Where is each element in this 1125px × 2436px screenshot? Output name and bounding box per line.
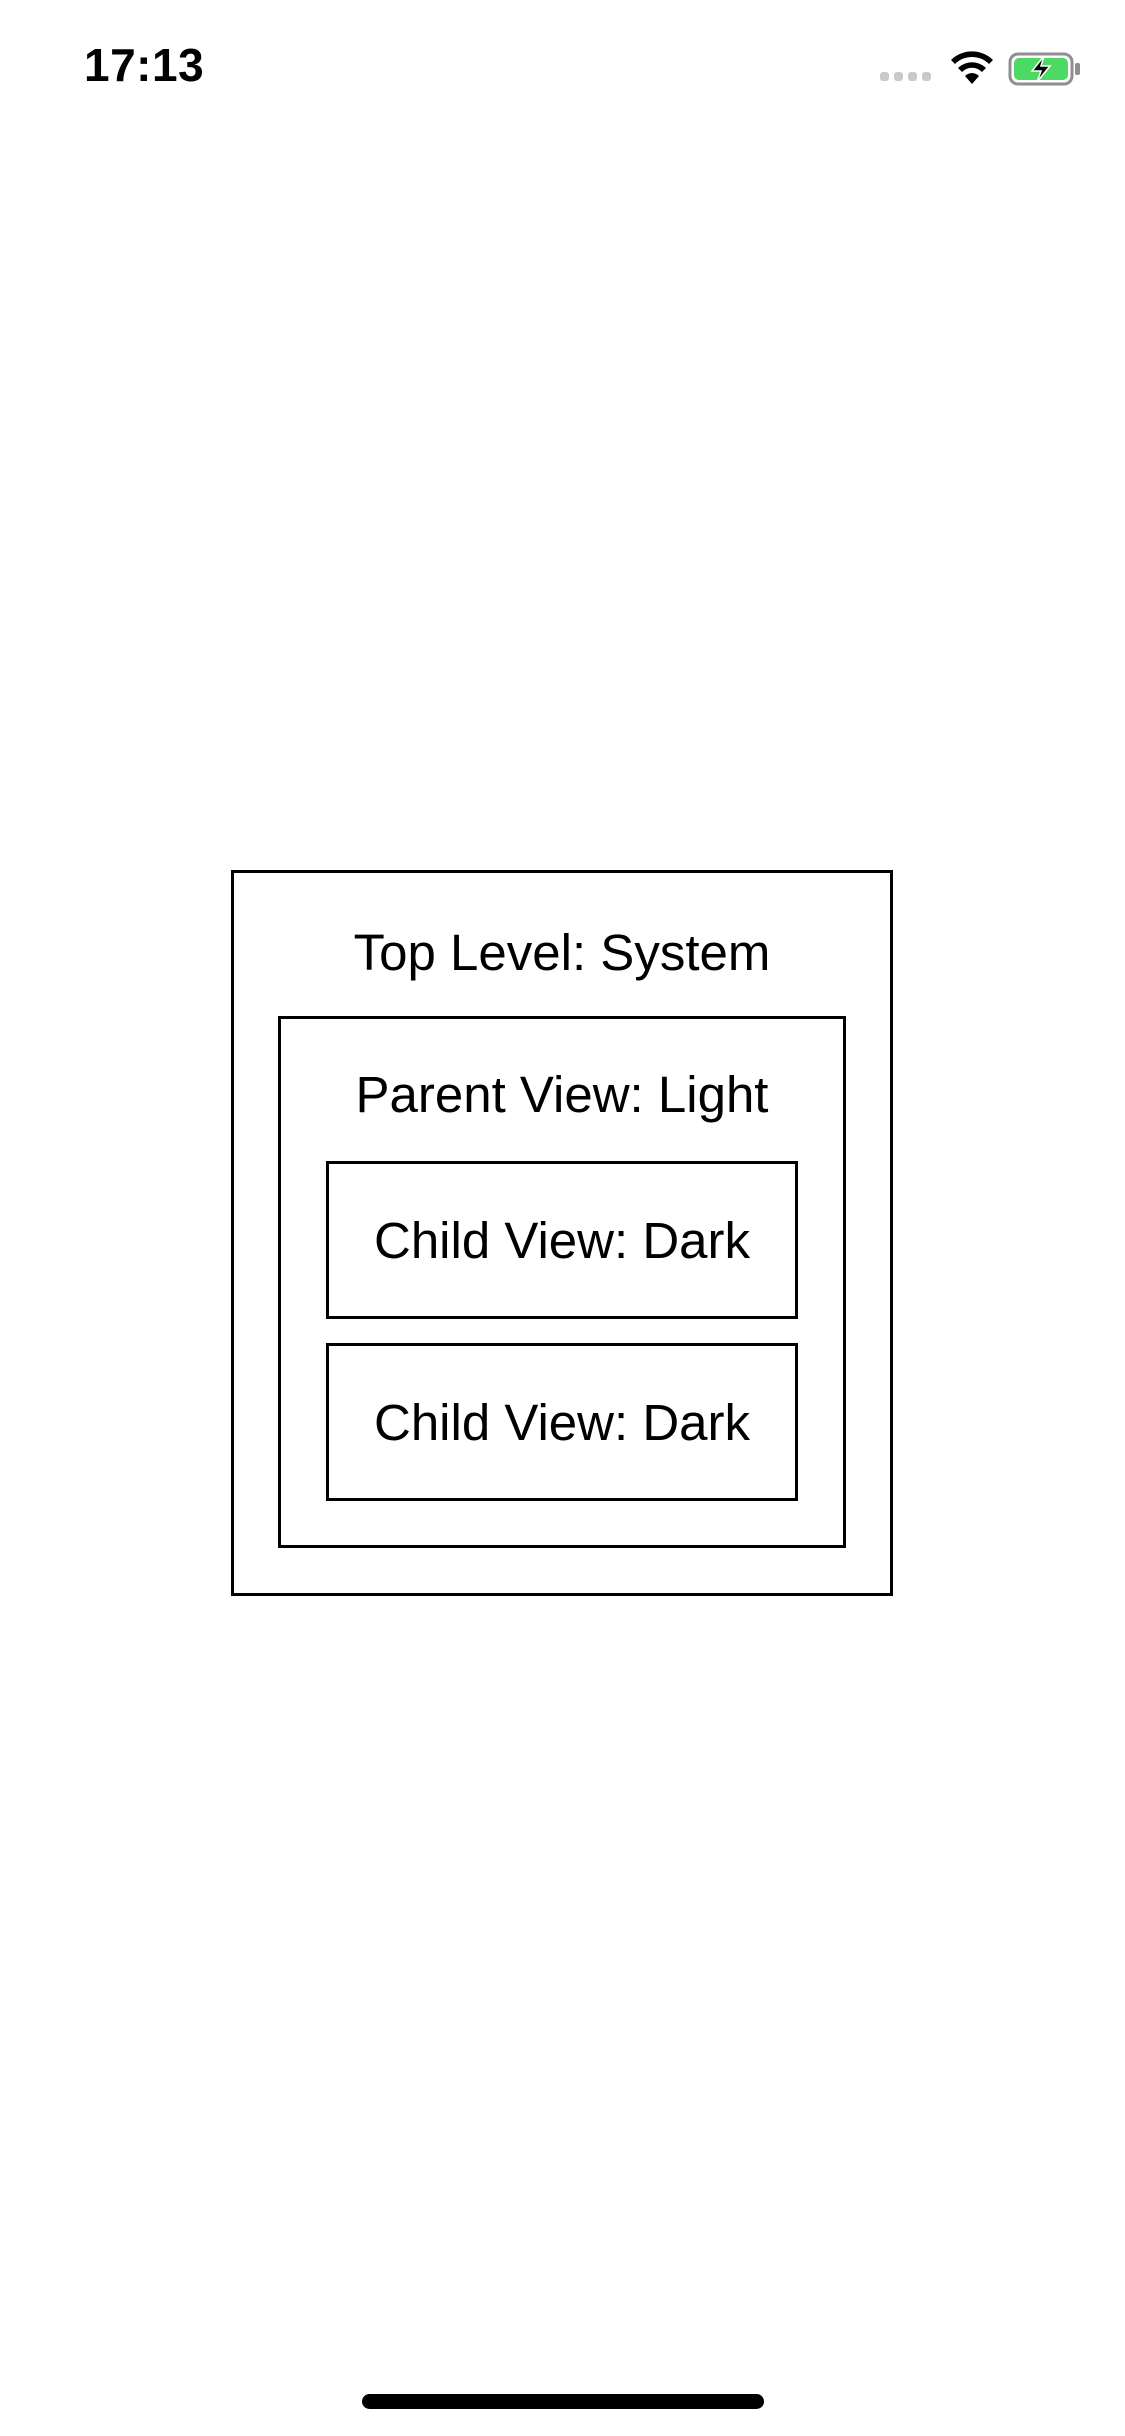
status-bar: 17:13: [0, 0, 1125, 132]
child-view-box: Child View: Dark: [326, 1161, 798, 1319]
battery-charging-icon: [1008, 52, 1080, 86]
parent-view-label: Parent View: Light: [355, 1066, 769, 1123]
cellular-signal-icon: [880, 72, 934, 86]
child-view-label: Child View: Dark: [373, 1394, 751, 1451]
status-time: 17:13: [84, 39, 205, 91]
home-indicator[interactable]: [362, 2394, 764, 2409]
wifi-icon: [951, 51, 993, 84]
child-view-label: Child View: Dark: [373, 1212, 751, 1269]
child-view-box: Child View: Dark: [326, 1343, 798, 1501]
top-level-label: Top Level: System: [353, 924, 771, 981]
